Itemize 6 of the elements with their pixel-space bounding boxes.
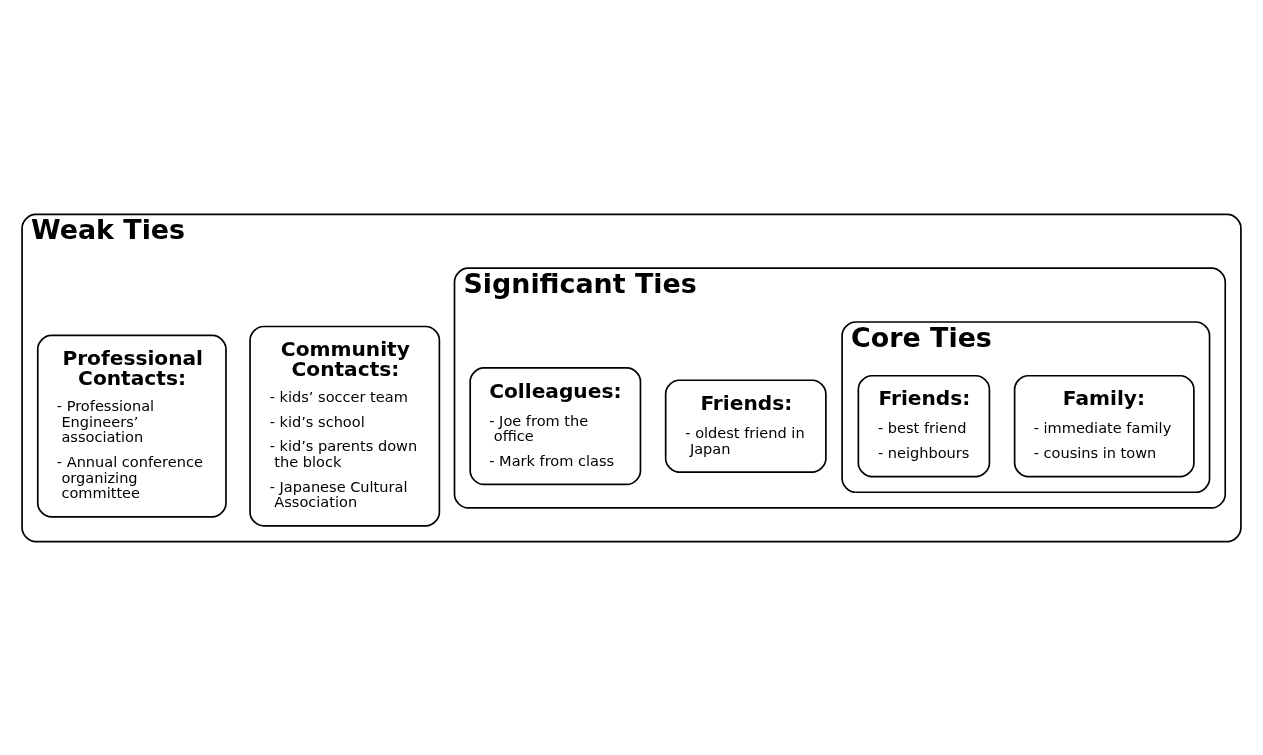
node-box: Family: - immediate family - cousins in town <box>1013 374 1195 477</box>
node-box: Colleagues: - Joe from the office - Mark from class <box>469 366 642 485</box>
node-box: Professional Contacts: - Professional Engineers’ association - Annual conference organizing committee <box>36 334 227 518</box>
node-box: Friends: - oldest friend in Japan <box>664 378 827 473</box>
node-box: Friends: - best friend - neighbours <box>857 374 991 477</box>
node-box: Community Contacts: - kids’ soccer team - kid’s school - kid’s parents down the block - Japanese Cultural Association <box>249 325 441 527</box>
